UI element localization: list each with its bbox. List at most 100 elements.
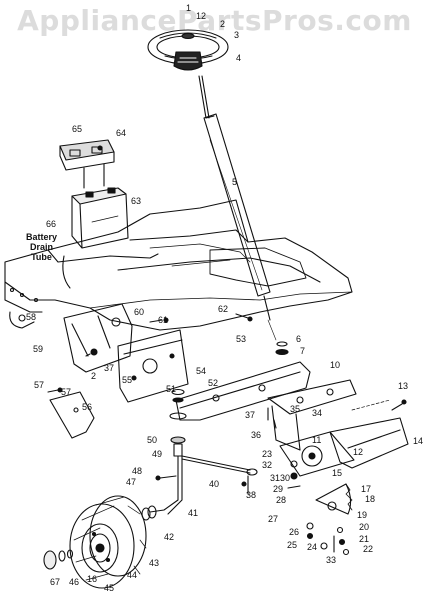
callout-14: 14 xyxy=(413,436,424,446)
callout-25: 25 xyxy=(287,540,298,550)
callout-29: 29 xyxy=(273,484,284,494)
dash-line xyxy=(351,399,391,411)
leader-line xyxy=(267,319,277,341)
callout-59: 59 xyxy=(33,344,44,354)
callout-56: 56 xyxy=(82,402,93,412)
callout-37b: 37 xyxy=(245,410,256,420)
callout-63: 63 xyxy=(131,196,142,206)
callout-11: 11 xyxy=(312,435,322,445)
callout-21: 21 xyxy=(359,534,370,544)
callout-15: 15 xyxy=(332,468,343,478)
battery-drain-tube-note: Battery Drain Tube xyxy=(26,232,57,262)
callout-45: 45 xyxy=(104,583,115,593)
callout-2: 2 xyxy=(220,19,226,29)
spindle-49-50 xyxy=(169,412,187,457)
callout-3: 3 xyxy=(234,30,240,40)
battery-66 xyxy=(71,187,129,249)
hubcap-67 xyxy=(43,549,74,570)
axle-support-53 xyxy=(175,361,311,421)
callout-20: 20 xyxy=(359,522,370,532)
bolt-62 xyxy=(235,313,253,322)
drag-link-40 xyxy=(181,455,258,495)
callout-17: 17 xyxy=(361,484,372,494)
callout-26: 26 xyxy=(289,527,300,537)
drain-tube xyxy=(62,255,71,289)
callout-28: 28 xyxy=(276,495,287,505)
callout-57b: 57 xyxy=(61,387,72,397)
callout-30: 30 xyxy=(280,473,291,483)
callout-51: 51 xyxy=(166,384,177,394)
callout-13: 13 xyxy=(398,381,409,391)
callout-43: 43 xyxy=(149,558,160,568)
callout-4: 4 xyxy=(236,53,242,63)
note-line-3: Tube xyxy=(31,252,52,262)
callout-12: 12 xyxy=(196,11,207,21)
callout-2b: 2 xyxy=(91,371,97,381)
callout-31: 31 xyxy=(270,473,281,483)
callout-66: 66 xyxy=(46,219,57,229)
callout-34: 34 xyxy=(312,408,323,418)
rim-43 xyxy=(81,523,119,573)
callout-23: 23 xyxy=(262,449,273,459)
callout-49: 49 xyxy=(152,449,163,459)
callout-10: 10 xyxy=(330,360,341,370)
bracket-10 xyxy=(267,379,357,451)
bracket-56-57 xyxy=(47,387,95,439)
callout-47: 47 xyxy=(126,477,137,487)
shield-14 xyxy=(329,417,409,469)
spindle-arm-41 xyxy=(149,455,183,515)
callout-35: 35 xyxy=(290,404,301,414)
callout-38: 38 xyxy=(246,490,257,500)
callout-55: 55 xyxy=(122,375,133,385)
callout-52: 52 xyxy=(208,378,219,388)
callout-44: 44 xyxy=(127,570,138,580)
callout-67: 67 xyxy=(50,577,61,587)
callout-62: 62 xyxy=(218,304,229,314)
callout-5: 5 xyxy=(232,177,238,187)
callout-57: 57 xyxy=(34,380,45,390)
tire-44 xyxy=(69,495,147,589)
callout-36: 36 xyxy=(251,430,262,440)
steering-shaft xyxy=(198,75,210,119)
nut-2-37 xyxy=(85,348,98,357)
callout-12b: 12 xyxy=(353,447,364,457)
callout-42: 42 xyxy=(164,532,175,542)
callout-27: 27 xyxy=(268,514,279,524)
cover-59 xyxy=(63,303,133,373)
callout-41: 41 xyxy=(188,508,199,518)
callout-33: 33 xyxy=(326,555,337,565)
steering-column-5 xyxy=(203,113,271,321)
bracket-58 xyxy=(9,311,35,329)
note-line-2: Drain xyxy=(30,242,54,252)
nut-6-7 xyxy=(275,341,289,356)
frame xyxy=(4,199,353,331)
callout-65: 65 xyxy=(72,124,83,134)
callout-60: 60 xyxy=(134,307,145,317)
cover-55 xyxy=(117,329,189,403)
callout-64: 64 xyxy=(116,128,127,138)
plate-12 xyxy=(279,431,355,477)
callout-48: 48 xyxy=(132,466,143,476)
callout-61: 61 xyxy=(158,315,169,325)
callout-37: 37 xyxy=(104,363,115,373)
steering-wheel xyxy=(147,29,229,71)
callout-19: 19 xyxy=(357,510,368,520)
callout-54: 54 xyxy=(196,366,207,376)
callout-7: 7 xyxy=(300,346,306,356)
hardware-stack xyxy=(306,522,350,556)
callout-58: 58 xyxy=(26,312,37,322)
sector-gear-18 xyxy=(315,483,353,515)
callout-32: 32 xyxy=(262,460,273,470)
spacer-42 xyxy=(141,505,157,521)
pinion-parts-28-30 xyxy=(287,460,301,489)
battery-hold-down-65 xyxy=(59,139,115,189)
callout-40: 40 xyxy=(209,479,220,489)
callout-50: 50 xyxy=(147,435,158,445)
callout-18: 18 xyxy=(365,494,376,504)
callout-22: 22 xyxy=(363,544,374,554)
callout-46: 46 xyxy=(69,577,80,587)
watermark: AppliancePartsPros.com xyxy=(17,4,412,37)
note-line-1: Battery xyxy=(26,232,58,242)
